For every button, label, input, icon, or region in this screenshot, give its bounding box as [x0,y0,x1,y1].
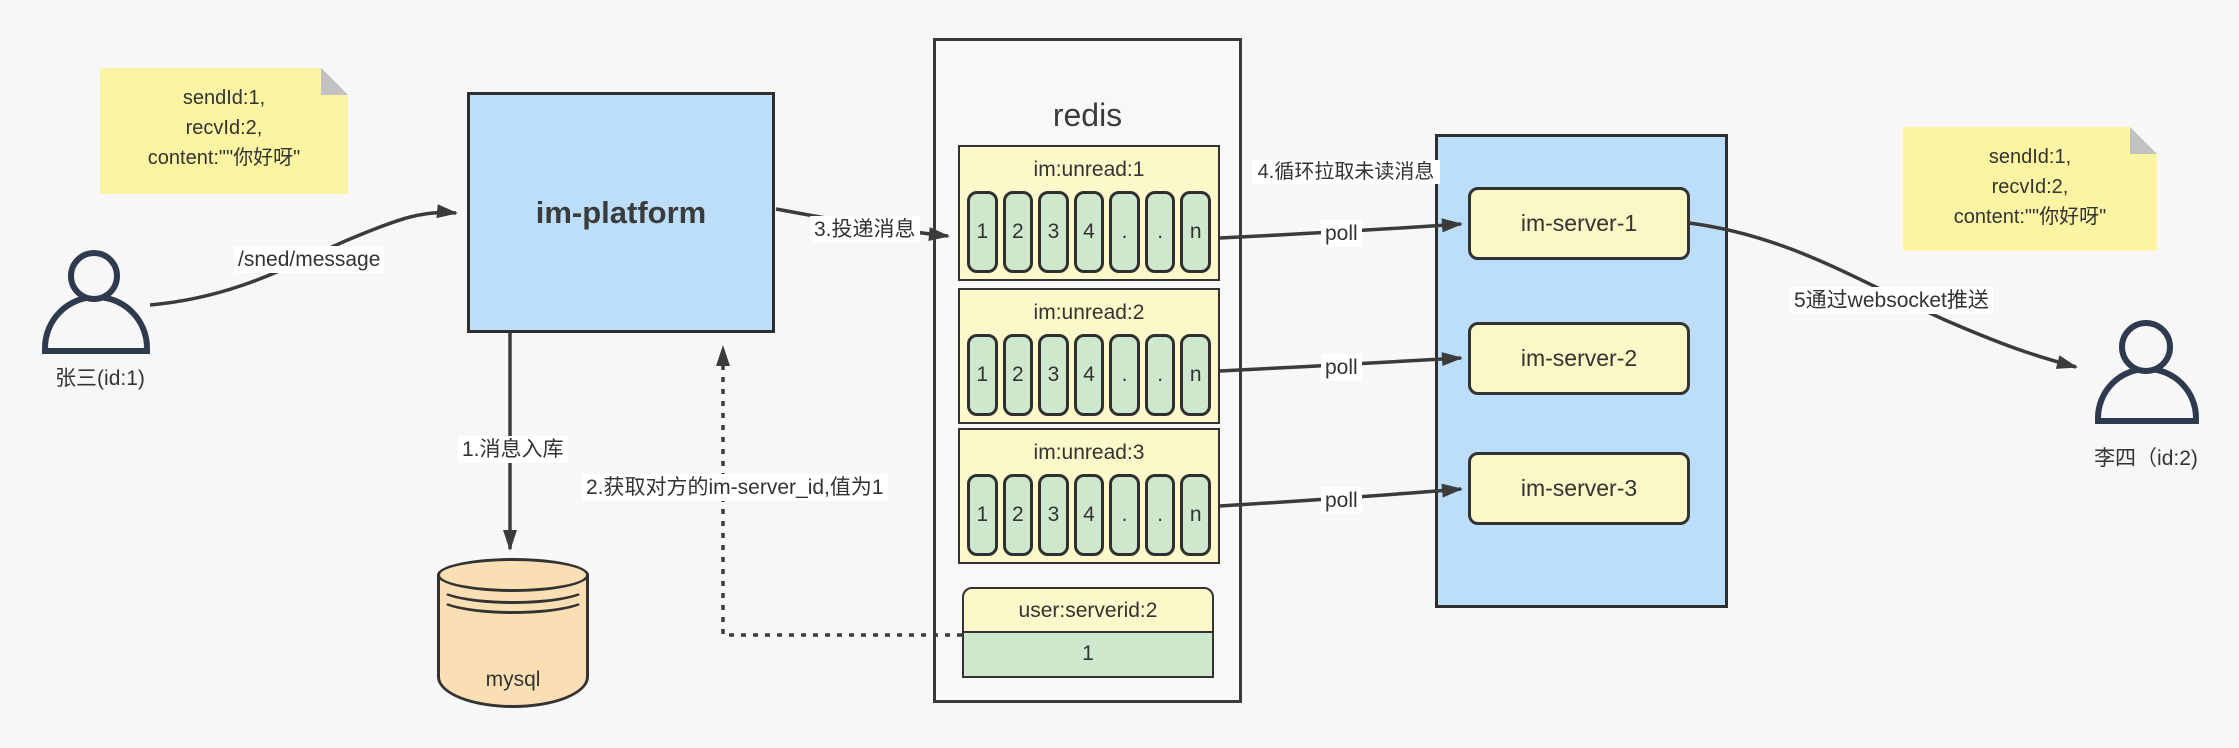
im-server-1-box: im-server-1 [1468,187,1690,260]
note-line: sendId:1, [1988,146,2072,168]
note-fold-corner [2130,127,2157,154]
queue-cell: 1 [967,191,998,273]
kv-value: 1 [962,633,1214,678]
queue-title: im:unread:1 [1033,158,1145,181]
queue-cell: n [1180,474,1212,556]
mysql-cylinder: mysql [437,558,589,708]
user-icon-sender [40,250,152,354]
queue-im-unread-2: im:unread:2 1 2 3 4 . . n [958,288,1220,424]
edge-label-step5: 5通过websocket推送 [1790,287,1993,314]
redis-title: redis [1052,97,1123,133]
edge-label-poll-2: poll [1321,354,1362,381]
kv-user-serverid: user:serverid:2 1 [962,587,1214,678]
edge-label-send: /sned/message [234,246,385,273]
queue-cell: n [1180,191,1212,273]
message-note-left: sendId:1, recvId:2, content:""你好呀" [100,68,348,194]
im-server-2-box: im-server-2 [1468,322,1690,395]
edge-label-step4: 4.循环拉取未读消息 [1252,160,1440,184]
sender-label: 张三(id:1) [55,367,145,390]
queue-cell: 4 [1073,474,1105,556]
queue-cell: 4 [1073,334,1105,416]
queue-cell: 1 [967,474,998,556]
im-platform-box: im-platform [467,92,775,333]
im-server-3-box: im-server-3 [1468,452,1690,525]
user-icon-receiver [2092,320,2202,424]
queue-title: im:unread:2 [1033,301,1145,324]
person-head [2119,320,2173,374]
cylinder-top [437,558,589,592]
queue-cell: . [1109,334,1140,416]
note-line: content:""你好呀" [147,147,301,169]
queue-cell: . [1144,334,1176,416]
queue-cells: 1 2 3 4 . . n [967,334,1212,416]
queue-cell: n [1180,334,1212,416]
person-body [42,294,150,354]
queue-cell: 2 [1002,334,1034,416]
edge-label-step3: 3.投递消息 [810,216,920,243]
note-fold-corner [321,68,348,95]
edge-label-step1: 1.消息入库 [458,436,568,463]
cylinder-disk-line [437,580,589,614]
note-text: sendId:1, recvId:2, content:""你好呀" [100,68,348,173]
queue-cells: 1 2 3 4 . . n [967,191,1212,273]
edge-label-poll-3: poll [1321,487,1362,514]
edge-label-step2: 2.获取对方的im-server_id,值为1 [582,474,888,501]
edge-label-poll-1: poll [1321,220,1362,247]
queue-cell: . [1144,191,1176,273]
queue-cell: 2 [1002,474,1034,556]
queue-cell: . [1109,191,1140,273]
queue-cell: 3 [1038,474,1069,556]
queue-im-unread-1: im:unread:1 1 2 3 4 . . n [958,145,1220,281]
note-line: sendId:1, [182,87,266,109]
queue-cell: 3 [1038,334,1069,416]
person-body [2095,366,2199,424]
note-line: content:""你好呀" [1953,206,2107,228]
person-head [68,250,120,302]
note-line: recvId:2, [185,117,263,139]
queue-cell: . [1144,474,1176,556]
mysql-label: mysql [485,668,541,691]
queue-cell: . [1109,474,1140,556]
queue-cell: 1 [967,334,998,416]
queue-im-unread-3: im:unread:3 1 2 3 4 . . n [958,428,1220,564]
queue-cell: 3 [1038,191,1069,273]
note-text: sendId:1, recvId:2, content:""你好呀" [1903,127,2157,232]
kv-key: user:serverid:2 [962,587,1214,633]
queue-cells: 1 2 3 4 . . n [967,474,1212,556]
queue-cell: 2 [1002,191,1034,273]
message-note-right: sendId:1, recvId:2, content:""你好呀" [1903,127,2157,251]
queue-cell: 4 [1073,191,1105,273]
receiver-label: 李四（id:2) [2094,447,2198,470]
note-line: recvId:2, [1991,176,2069,198]
queue-title: im:unread:3 [1033,441,1145,464]
cylinder-disk-line [437,570,589,604]
